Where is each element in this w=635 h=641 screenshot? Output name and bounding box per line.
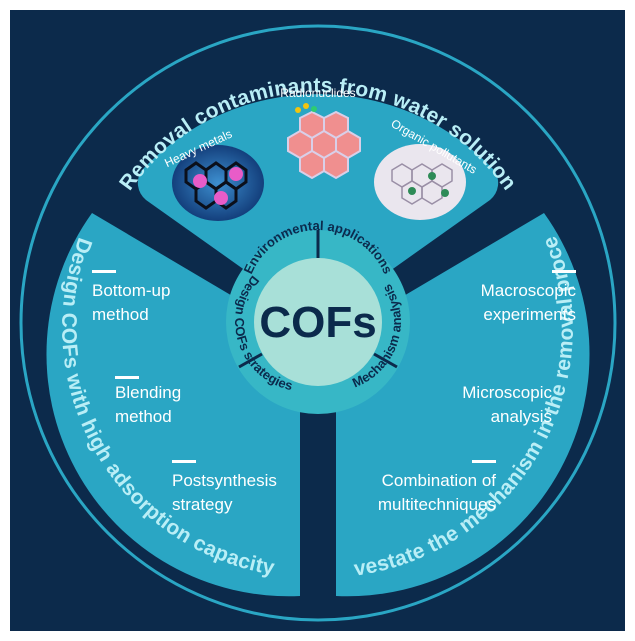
item-marker: [472, 460, 496, 463]
center-label: COFs: [259, 298, 376, 347]
item-marker: [92, 270, 116, 273]
design-item-3-line1: Postsynthesis: [172, 471, 277, 490]
item-marker: [115, 376, 139, 379]
outer-ring: [19, 24, 617, 622]
ring-divider: [373, 352, 398, 369]
center-circle: [254, 258, 382, 386]
mechanism-item-1-line2: experiments: [483, 305, 576, 324]
design-item-1-line1: Bottom-up: [92, 281, 170, 300]
mechanism-item-3-line2: multitechniques: [378, 495, 496, 514]
mechanism-item-1-line1: Macroscopic: [481, 281, 577, 300]
design-item-1-line2: method: [92, 305, 149, 324]
mechanism-item-3-line1: Combination of: [382, 471, 497, 490]
mechanism-item-2-line1: Microscopic: [462, 383, 552, 402]
item-marker: [172, 460, 196, 463]
heavy-metals-image: [172, 145, 264, 221]
ring-divider: [238, 352, 263, 369]
design-item-2-line2: method: [115, 407, 172, 426]
design-item-2-line1: Blending: [115, 383, 181, 402]
organic-pollutants-image: [374, 144, 466, 220]
contaminant-label-radionuclides: Radionuclides: [280, 86, 355, 100]
item-marker: [552, 270, 576, 273]
mechanism-item-2-line2: analysis: [491, 407, 552, 426]
design-item-3-line2: strategy: [172, 495, 233, 514]
radionuclides-image: [287, 103, 361, 180]
